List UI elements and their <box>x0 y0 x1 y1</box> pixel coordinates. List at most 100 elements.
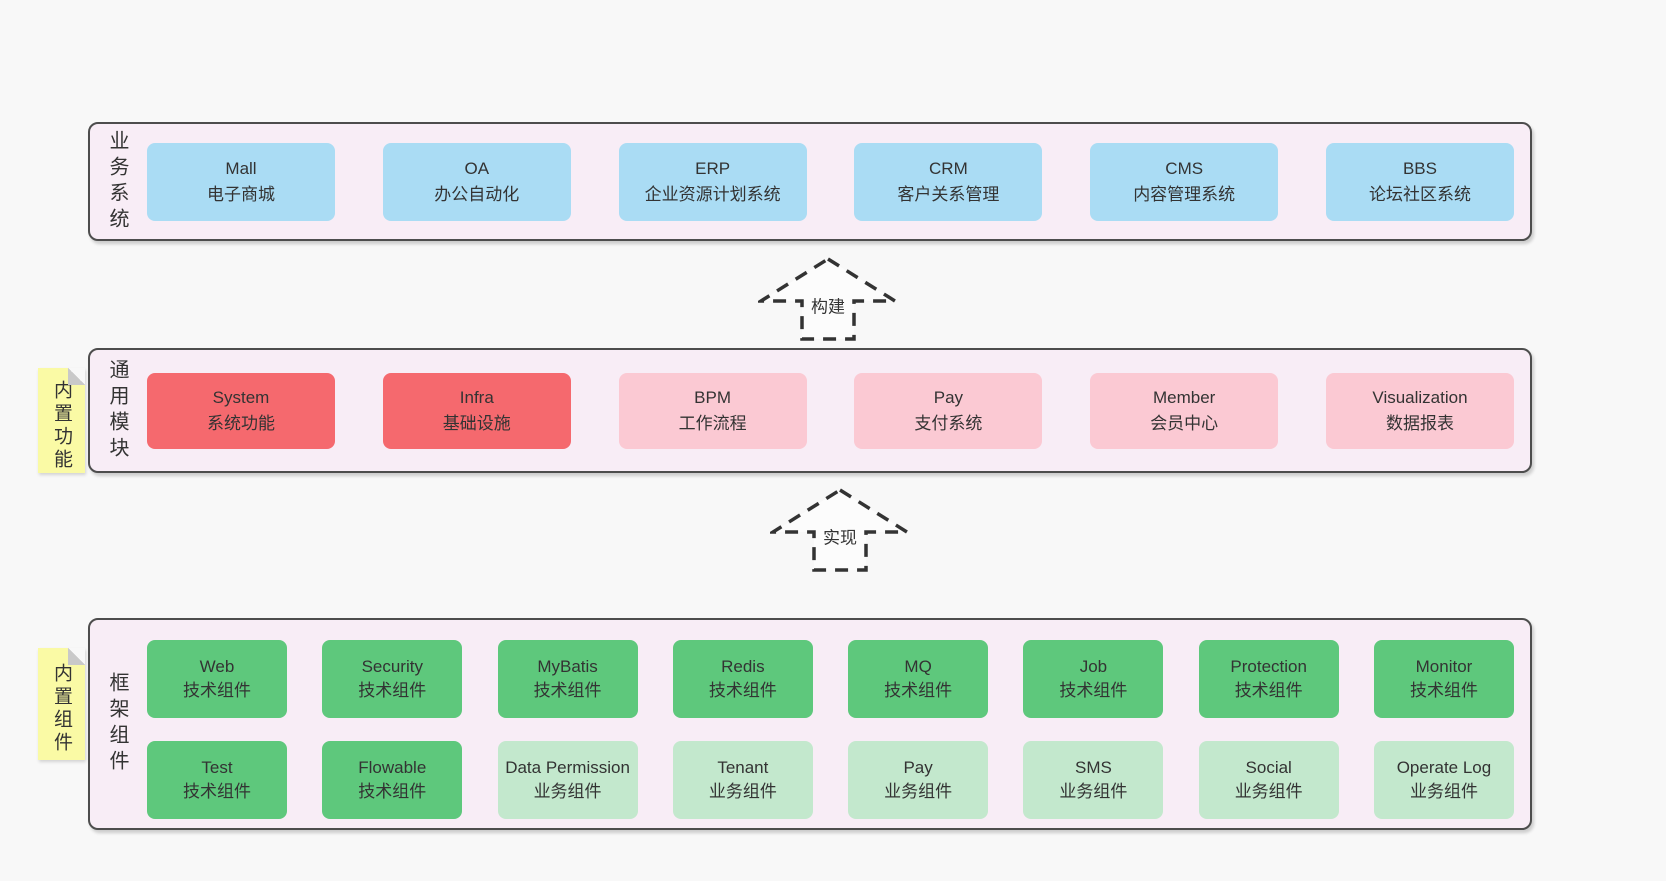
box-name: Visualization <box>1372 387 1468 407</box>
box-security: Security 技术组件 <box>322 640 463 718</box>
box-subtitle: 技术组件 <box>358 782 427 801</box>
box-mybatis: MyBatis 技术组件 <box>497 640 638 718</box>
box-monitor: Monitor 技术组件 <box>1373 640 1514 718</box>
box-oa: OA 办公自动化 <box>382 142 571 221</box>
box-mall: Mall 电子商城 <box>147 142 335 221</box>
box-name: CMS <box>1165 158 1204 178</box>
box-name: BPM <box>694 387 732 407</box>
box-operate-log: Operate Log 业务组件 <box>1373 741 1514 819</box>
box-name: Tenant <box>717 758 769 777</box>
box-name: Social <box>1245 758 1292 777</box>
layer-common-modules: 通用模块 System 系统功能 Infra 基础设施 BPM 工作流程 Pay… <box>88 348 1532 473</box>
box-subtitle: 客户关系管理 <box>897 184 1000 204</box>
box-bpm: BPM 工作流程 <box>618 372 807 449</box>
box-name: Infra <box>459 387 494 407</box>
arrow-build-label: 构建 <box>808 292 848 318</box>
modules-boxes-row: System 系统功能 Infra 基础设施 BPM 工作流程 Pay 支付系统… <box>147 372 1514 449</box>
layer-framework-components: 框架组件 Web 技术组件 Security 技术组件 MyBatis 技术组件… <box>88 618 1532 830</box>
box-subtitle: 业务组件 <box>533 782 602 801</box>
box-tenant: Tenant 业务组件 <box>672 741 813 819</box>
layer-label-modules: 通用模块 <box>106 358 128 463</box>
layer-label-components: 框架组件 <box>106 672 128 776</box>
box-name: OA <box>464 158 490 178</box>
box-subtitle: 会员中心 <box>1150 413 1219 433</box>
box-subtitle: 业务组件 <box>708 782 777 801</box>
box-subtitle: 电子商城 <box>207 184 275 204</box>
arrow-implement: 实现 <box>770 487 910 573</box>
note-fold-corner <box>68 368 85 385</box>
box-name: Pay <box>903 758 933 777</box>
box-erp: ERP 企业资源计划系统 <box>618 142 807 221</box>
box-subtitle: 技术组件 <box>533 681 602 700</box>
arrow-build: 构建 <box>758 256 898 342</box>
box-data-permission: Data Permission 业务组件 <box>497 741 638 819</box>
box-protection: Protection 技术组件 <box>1198 640 1339 718</box>
box-subtitle: 技术组件 <box>884 681 953 700</box>
box-mq: MQ 技术组件 <box>848 640 989 718</box>
box-name: Web <box>199 657 235 676</box>
sticky-note-builtin-features: 内置功能 <box>38 368 85 473</box>
box-name: Pay <box>933 387 964 407</box>
box-subtitle: 企业资源计划系统 <box>644 184 781 204</box>
box-crm: CRM 客户关系管理 <box>854 142 1043 221</box>
box-flowable: Flowable 技术组件 <box>322 741 463 819</box>
components-row-2: Test 技术组件 Flowable 技术组件 Data Permission … <box>147 741 1514 819</box>
box-visualization: Visualization 数据报表 <box>1325 372 1514 449</box>
box-subtitle: 技术组件 <box>1234 681 1303 700</box>
box-infra: Infra 基础设施 <box>382 372 571 449</box>
box-subtitle: 技术组件 <box>358 681 427 700</box>
box-subtitle: 技术组件 <box>1059 681 1128 700</box>
components-rows: Web 技术组件 Security 技术组件 MyBatis 技术组件 Redi… <box>147 640 1514 819</box>
box-pay-system: Pay 支付系统 <box>854 372 1043 449</box>
box-name: Monitor <box>1415 657 1473 676</box>
box-name: Security <box>361 657 423 676</box>
box-name: Mall <box>225 158 257 178</box>
box-subtitle: 技术组件 <box>1409 681 1478 700</box>
layer-business-systems: 业务系统 Mall 电子商城 OA 办公自动化 ERP 企业资源计划系统 CRM… <box>88 122 1532 241</box>
box-test: Test 技术组件 <box>147 741 287 819</box>
box-subtitle: 技术组件 <box>708 681 777 700</box>
box-subtitle: 业务组件 <box>1409 782 1478 801</box>
box-social: Social 业务组件 <box>1198 741 1339 819</box>
box-subtitle: 办公自动化 <box>434 184 520 204</box>
note-fold-corner <box>68 648 85 665</box>
box-web: Web 技术组件 <box>147 640 287 718</box>
box-name: System <box>212 387 270 407</box>
box-subtitle: 论坛社区系统 <box>1368 184 1471 204</box>
box-name: CRM <box>929 158 968 178</box>
box-subtitle: 工作流程 <box>678 413 747 433</box>
box-subtitle: 支付系统 <box>914 413 983 433</box>
components-row-1: Web 技术组件 Security 技术组件 MyBatis 技术组件 Redi… <box>147 640 1514 718</box>
box-system: System 系统功能 <box>147 372 335 449</box>
business-boxes-row: Mall 电子商城 OA 办公自动化 ERP 企业资源计划系统 CRM 客户关系… <box>147 142 1514 221</box>
box-subtitle: 业务组件 <box>1234 782 1303 801</box>
box-job: Job 技术组件 <box>1023 640 1164 718</box>
box-name: MyBatis <box>537 657 598 676</box>
sticky-note-builtin-components: 内置组件 <box>38 648 85 760</box>
box-name: Flowable <box>358 758 427 777</box>
box-name: Member <box>1153 387 1216 407</box>
box-subtitle: 业务组件 <box>1059 782 1128 801</box>
box-cms: CMS 内容管理系统 <box>1090 142 1279 221</box>
box-subtitle: 数据报表 <box>1385 413 1454 433</box>
box-subtitle: 内容管理系统 <box>1133 184 1236 204</box>
box-name: SMS <box>1074 758 1112 777</box>
box-member: Member 会员中心 <box>1090 372 1279 449</box>
box-name: ERP <box>695 158 731 178</box>
box-name: Operate Log <box>1396 758 1492 777</box>
box-subtitle: 技术组件 <box>183 681 251 700</box>
box-subtitle: 基础设施 <box>442 413 511 433</box>
box-name: MQ <box>904 657 932 676</box>
box-subtitle: 系统功能 <box>207 413 275 433</box>
box-sms: SMS 业务组件 <box>1023 741 1164 819</box>
box-name: BBS <box>1402 158 1437 178</box>
box-name: Data Permission <box>505 758 630 777</box>
box-redis: Redis 技术组件 <box>672 640 813 718</box>
box-name: Job <box>1079 657 1108 676</box>
arrow-implement-label: 实现 <box>820 523 860 549</box>
box-bbs: BBS 论坛社区系统 <box>1325 142 1514 221</box>
box-name: Test <box>201 758 233 777</box>
box-name: Protection <box>1230 657 1307 676</box>
layer-label-business: 业务系统 <box>106 129 128 234</box>
